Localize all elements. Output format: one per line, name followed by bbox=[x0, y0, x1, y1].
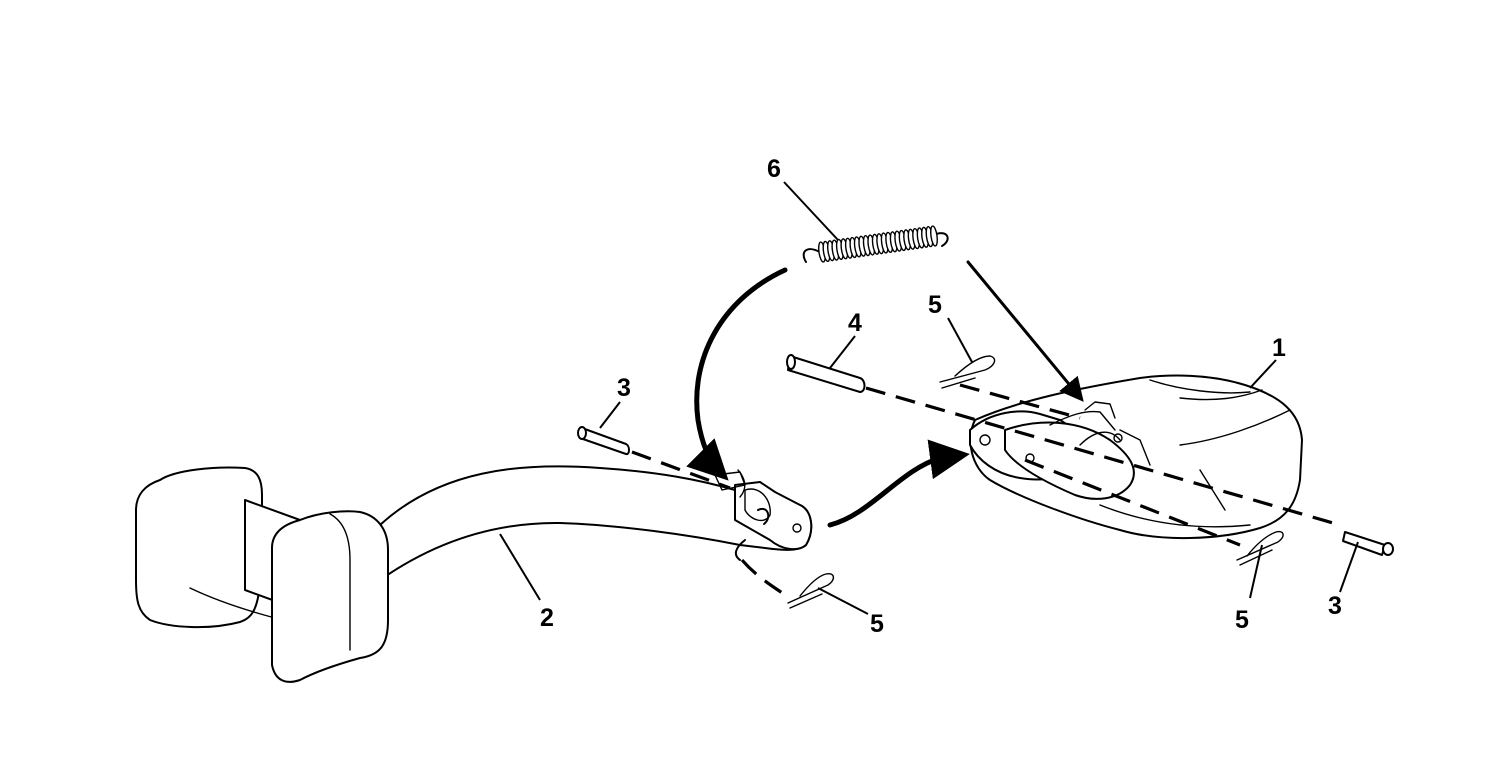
spring-to-pedal-arrow bbox=[686, 267, 788, 481]
callout-part-4: 4 bbox=[848, 309, 862, 337]
short-pin-right bbox=[1342, 531, 1394, 556]
callout-part-5-top: 5 bbox=[928, 291, 942, 319]
hairpin-clip-left bbox=[787, 572, 835, 609]
hairpin-clip-right bbox=[1236, 530, 1284, 566]
pedal-arm-assembly bbox=[135, 465, 813, 683]
hairpin-clip-top bbox=[939, 355, 996, 389]
callout-part-5-left: 5 bbox=[870, 610, 884, 638]
foot-pad-back bbox=[135, 466, 263, 629]
spring-to-housing-arrow bbox=[966, 260, 1084, 402]
extension-spring bbox=[802, 225, 949, 263]
spring-coil bbox=[930, 225, 938, 247]
callout-part-6: 6 bbox=[767, 155, 781, 183]
foot-pad-front bbox=[271, 510, 389, 683]
housing-lever bbox=[1004, 421, 1135, 500]
assembly-arrows bbox=[686, 260, 1084, 528]
pedal-pivot-bracket bbox=[734, 481, 813, 551]
long-pivot-pin bbox=[786, 354, 866, 393]
callout-part-3-left: 3 bbox=[617, 374, 631, 402]
leader-lines bbox=[499, 181, 1359, 615]
pedal-to-housing-arrow bbox=[827, 439, 970, 528]
short-pin-left bbox=[577, 426, 630, 456]
housing-body bbox=[969, 374, 1303, 539]
callout-part-2: 2 bbox=[540, 604, 554, 632]
callout-part-5-right: 5 bbox=[1235, 606, 1249, 634]
assembly-center-lines bbox=[631, 383, 1341, 600]
callout-part-3-right: 3 bbox=[1328, 592, 1342, 620]
pedal-support-housing bbox=[969, 374, 1303, 539]
callout-part-1: 1 bbox=[1272, 334, 1286, 362]
callout-labels: 6 5 4 1 3 2 5 5 3 bbox=[540, 155, 1342, 638]
